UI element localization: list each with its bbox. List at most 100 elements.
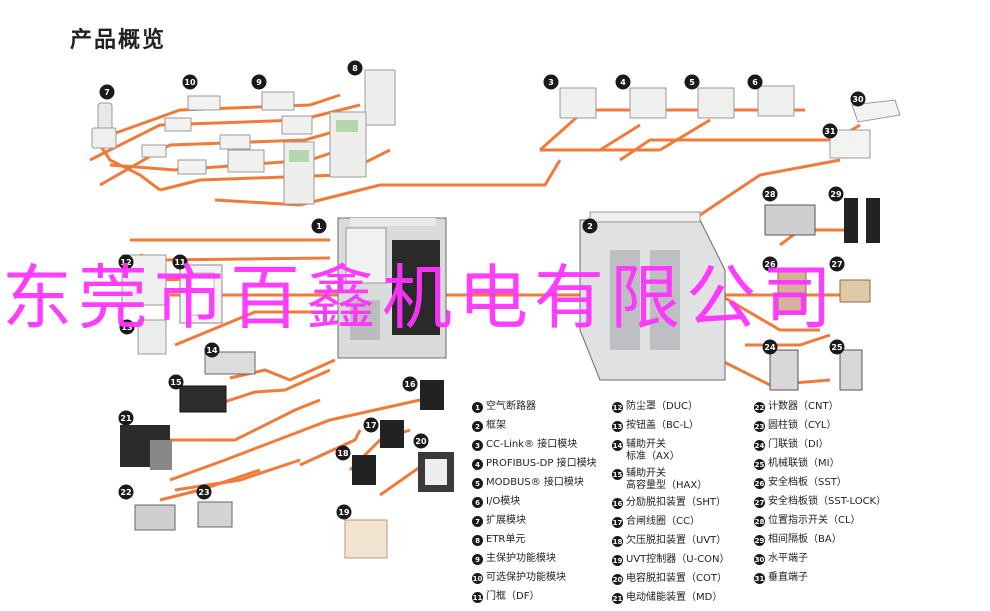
callout-number: 24 xyxy=(764,343,776,352)
counter-image xyxy=(134,504,176,531)
number-badge: 12 xyxy=(612,402,623,413)
callout-badge: 24 xyxy=(762,339,778,355)
legend-label-line: 标准（AX） xyxy=(626,451,680,462)
callout-badge: 17 xyxy=(363,417,379,433)
number-badge: 24 xyxy=(754,440,765,451)
legend-label: 电容脱扣装置（COT） xyxy=(626,573,727,585)
legend-label-line: I/O模块 xyxy=(486,496,521,507)
legend-label-line: 垂直端子 xyxy=(768,572,808,583)
callout-badge: 3 xyxy=(543,74,559,90)
interface-modules-image xyxy=(559,85,795,119)
callout-number: 11 xyxy=(174,258,186,267)
callout-circle xyxy=(118,484,134,500)
callout-number: 18 xyxy=(337,449,349,458)
number-badge: 23 xyxy=(754,421,765,432)
number-badge: 7 xyxy=(472,516,483,527)
legend-label: UVT控制器（U-CON） xyxy=(626,554,730,566)
button-cover-image xyxy=(137,319,167,355)
callout-number: 2 xyxy=(587,222,593,231)
shunt-trip-image xyxy=(420,380,444,410)
legend-label-line: 位置指示开关（CL） xyxy=(768,515,861,526)
legend-label-line: 机械联锁（MI） xyxy=(768,458,840,469)
callout-badge: 7 xyxy=(99,84,115,100)
legend-label: 圆柱锁（CYL） xyxy=(768,420,837,432)
callout-circle xyxy=(336,504,352,520)
callout-circle xyxy=(196,484,212,500)
callout-number: 17 xyxy=(365,421,376,430)
callout-badge: 6 xyxy=(747,74,763,90)
number-badge: 21 xyxy=(612,593,623,604)
legend-label: 辅助开关高容量型（HAX） xyxy=(626,468,707,492)
legend-label-line: 电容脱扣装置（COT） xyxy=(626,573,727,584)
number-badge: 1 xyxy=(472,402,483,413)
callout-number: 7 xyxy=(104,88,110,97)
high-capacity-aux-image xyxy=(179,385,227,413)
number-badge: 5 xyxy=(472,478,483,489)
legend-label-line: 门联锁（DI） xyxy=(768,439,829,450)
legend-label-line: UVT控制器（U-CON） xyxy=(626,554,730,565)
callout-circle xyxy=(118,410,134,426)
callout-badge: 4 xyxy=(615,74,631,90)
legend-label-line: 空气断路器 xyxy=(486,401,536,412)
legend-label: 垂直端子 xyxy=(768,572,808,584)
legend-label-line: 防尘罩（DUC） xyxy=(626,401,699,412)
legend-label-line: 电动储能装置（MD） xyxy=(626,592,723,603)
number-badge: 3 xyxy=(472,440,483,451)
aux-switch-image xyxy=(204,351,256,375)
callout-number: 20 xyxy=(415,437,427,446)
callout-circle xyxy=(347,60,363,76)
callout-circle xyxy=(543,74,559,90)
legend-label-line: 主保护功能模块 xyxy=(486,553,556,564)
callout-number: 25 xyxy=(831,343,843,352)
callout-circle xyxy=(204,342,220,358)
callout-number: 21 xyxy=(120,414,132,423)
callout-number: 5 xyxy=(689,78,695,87)
callout-badge: 18 xyxy=(335,445,351,461)
expansion-module-image xyxy=(91,102,117,149)
callout-circle xyxy=(829,256,845,272)
legend-label: I/O模块 xyxy=(486,496,520,508)
callout-circle xyxy=(182,74,198,90)
legend-label: 扩展模块 xyxy=(486,515,526,527)
callout-number: 15 xyxy=(170,378,182,387)
callout-circle xyxy=(615,74,631,90)
etr-unit-image xyxy=(283,69,396,205)
callout-badge: 20 xyxy=(413,433,429,449)
callout-badge: 5 xyxy=(684,74,700,90)
legend-label: 门联锁（DI） xyxy=(768,439,829,451)
number-badge: 4 xyxy=(472,459,483,470)
callout-number: 1 xyxy=(316,222,322,231)
callout-badge: 15 xyxy=(168,374,184,390)
legend-label: 合闸线圈（CC） xyxy=(626,516,700,528)
number-badge: 29 xyxy=(754,535,765,546)
number-badge: 13 xyxy=(612,421,623,432)
legend-label: 分励脱扣装置（SHT） xyxy=(626,497,726,509)
callout-number: 22 xyxy=(120,488,131,497)
number-badge: 15 xyxy=(612,469,623,480)
callout-circle xyxy=(850,91,866,107)
callout-badge: 16 xyxy=(402,376,418,392)
callout-circle xyxy=(363,417,379,433)
callout-badge: 1 xyxy=(311,218,327,234)
callout-badge: 26 xyxy=(762,256,778,272)
legend-label-line: CC-Link® 接口模块 xyxy=(486,439,578,450)
callout-number: 6 xyxy=(752,78,758,87)
legend-label: 可选保护功能模块 xyxy=(486,572,566,584)
number-badge: 30 xyxy=(754,554,765,565)
callout-badge: 22 xyxy=(118,484,134,500)
callout-number: 12 xyxy=(120,258,131,267)
safety-shutter-image xyxy=(777,271,807,313)
legend-label: 门框（DF） xyxy=(486,591,539,603)
legend-label-line: 安全档板（SST） xyxy=(768,477,847,488)
callout-circle xyxy=(251,74,267,90)
